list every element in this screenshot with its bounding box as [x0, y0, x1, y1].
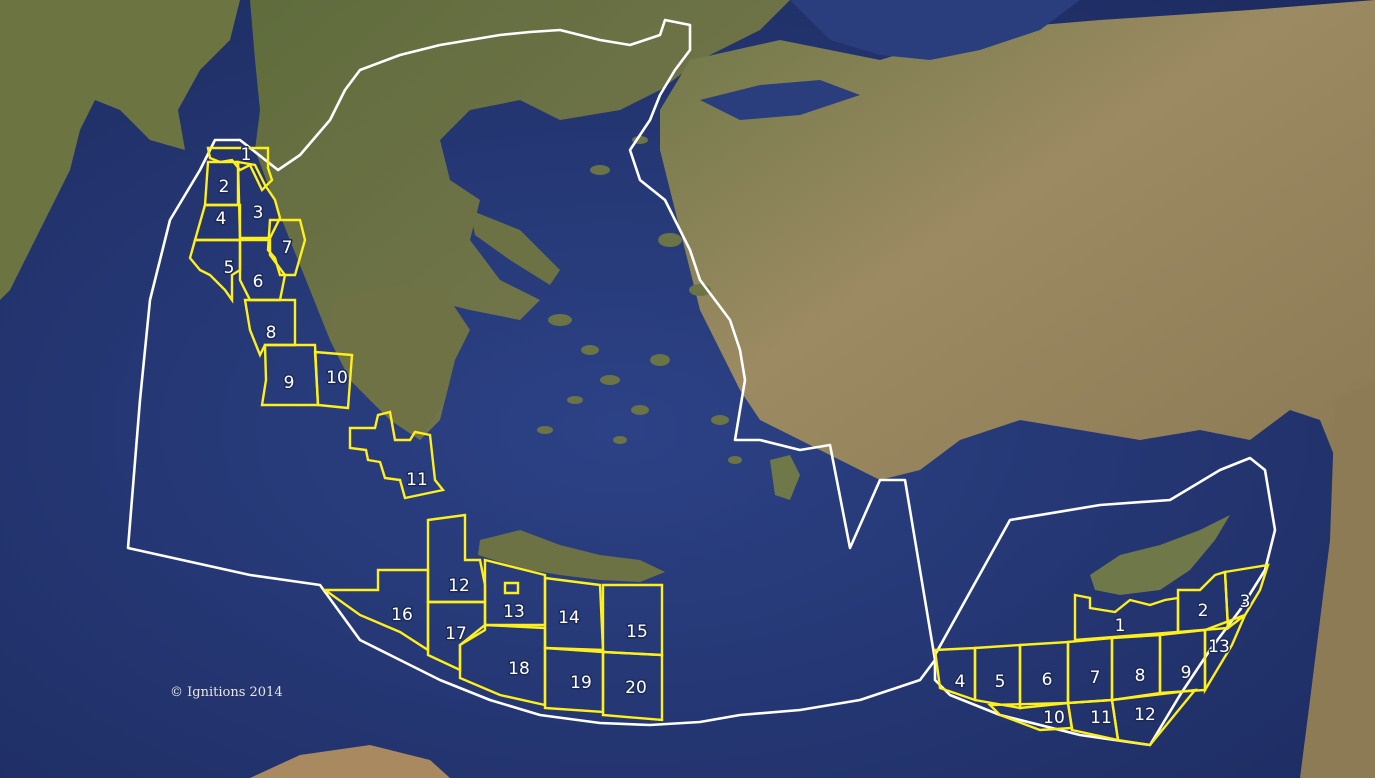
boundary-lines — [126, 18, 1277, 747]
block-west-6 — [238, 238, 287, 302]
cyprus-boundary — [933, 456, 1277, 747]
label-crete-19: 19 — [570, 673, 592, 693]
sea-marmara — [700, 80, 860, 120]
label-west-4: 4 — [216, 209, 227, 229]
label-cy-13: 13 — [1208, 637, 1230, 657]
block-cy-12 — [1110, 688, 1198, 747]
land-turkey — [660, 0, 1375, 480]
label-crete-14: 14 — [558, 608, 580, 628]
label-cy-12: 12 — [1134, 705, 1156, 725]
label-cy-8: 8 — [1135, 666, 1146, 686]
label-crete-17: 17 — [445, 624, 467, 644]
land-italy — [0, 0, 240, 300]
sea-black — [790, 0, 1080, 60]
block-west-9 — [260, 343, 320, 407]
label-cy-6: 6 — [1042, 670, 1053, 690]
block-west-3 — [236, 160, 282, 240]
label-west-3: 3 — [253, 203, 264, 223]
label-west-11: 11 — [406, 470, 428, 490]
label-cy-1: 1 — [1115, 616, 1126, 636]
block-cy-10 — [987, 701, 1074, 732]
label-cy-11: 11 — [1090, 708, 1112, 728]
label-west-5: 5 — [224, 258, 235, 278]
label-cy-4: 4 — [955, 672, 966, 692]
label-cy-2: 2 — [1198, 601, 1209, 621]
block-cy-3 — [1223, 563, 1270, 631]
label-cy-10: 10 — [1043, 708, 1065, 728]
block-cy-13 — [1203, 612, 1248, 695]
blocks-cyprus — [933, 563, 1270, 747]
label-west-8: 8 — [266, 323, 277, 343]
land-euboea — [470, 210, 560, 285]
label-crete-15: 15 — [626, 622, 648, 642]
label-cy-5: 5 — [995, 672, 1006, 692]
label-cy-9: 9 — [1181, 663, 1192, 683]
label-west-7: 7 — [282, 238, 293, 258]
block-west-10 — [313, 350, 354, 410]
map-credit: © Ignitions 2014 — [170, 685, 283, 700]
land-africa — [250, 745, 450, 778]
label-west-1: 1 — [241, 145, 252, 165]
land-levant — [1300, 380, 1375, 778]
label-crete-20: 20 — [625, 678, 647, 698]
label-west-9: 9 — [284, 373, 295, 393]
block-crete-20 — [601, 650, 664, 722]
label-cy-3: 3 — [1240, 592, 1251, 612]
block-crete-16 — [321, 568, 430, 653]
land-cyprus — [1090, 515, 1230, 595]
blocks-south-crete — [321, 513, 664, 722]
label-west-10: 10 — [326, 368, 348, 388]
land-rhodes — [770, 455, 800, 500]
block-cy-1 — [1073, 593, 1180, 642]
block-crete-13-inner — [503, 581, 520, 595]
label-crete-18: 18 — [508, 659, 530, 679]
label-west-6: 6 — [253, 272, 264, 292]
label-crete-16: 16 — [391, 605, 413, 625]
block-west-11 — [348, 410, 446, 500]
label-cy-7: 7 — [1090, 668, 1101, 688]
greece-boundary — [126, 18, 937, 727]
blocks-west-greece — [188, 146, 446, 500]
land-crete — [478, 530, 665, 582]
label-crete-13: 13 — [503, 602, 525, 622]
label-crete-12: 12 — [448, 576, 470, 596]
label-west-2: 2 — [219, 177, 230, 197]
block-labels: 1 2 3 4 5 6 7 8 9 10 11 12 13 14 15 16 1… — [214, 144, 1252, 730]
land-peloponnese — [330, 285, 470, 440]
